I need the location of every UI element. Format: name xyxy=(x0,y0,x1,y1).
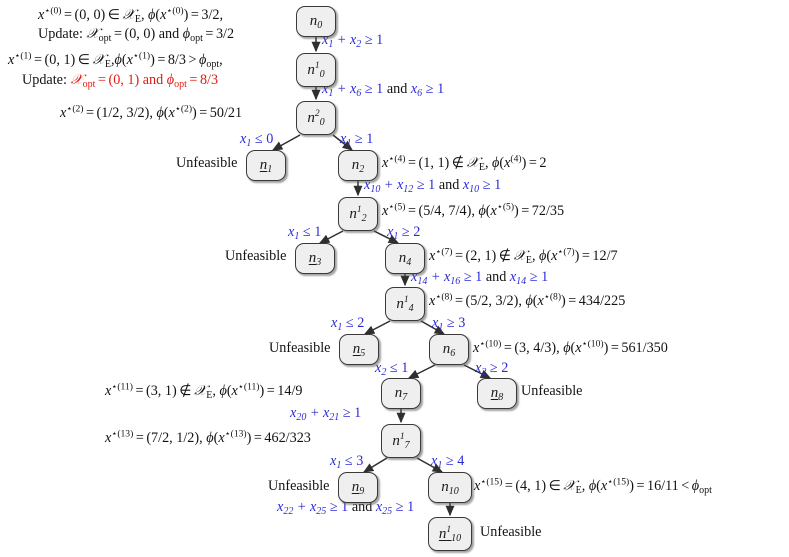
node-n9-label: n9 xyxy=(351,479,365,497)
annotation-n0-line2: Update: 𝒳opt=(0, 0) and ϕopt=3/2 xyxy=(38,26,235,44)
edge-label-n6-n8: x2 ≥ 2 xyxy=(475,360,509,378)
node-n0-1-label: n10 xyxy=(307,60,325,80)
node-n1[interactable]: n1 xyxy=(246,150,286,181)
node-n7[interactable]: n7 xyxy=(381,378,421,409)
annotation-n5-unfeasible: Unfeasible xyxy=(269,340,331,356)
edge-n4_1-n5 xyxy=(363,320,391,335)
edge-n2_1-n4 xyxy=(373,230,400,244)
node-n0-2-label: n20 xyxy=(307,108,325,128)
edge-label-n10-n10_1: x22 + x25 ≥ 1 and x25 ≥ 1 xyxy=(277,499,415,517)
annotation-n4: x⋆(7)=(2, 1)∉𝒳E, ϕ(x⋆(7))=12/7 xyxy=(429,246,618,266)
node-n0-label: n0 xyxy=(309,13,323,31)
edge-label-n2_1-n4: x1 ≥ 2 xyxy=(387,224,421,242)
node-n6[interactable]: n6 xyxy=(429,334,469,365)
annotation-n8-unfeasible: Unfeasible xyxy=(521,383,583,399)
node-n9[interactable]: n9 xyxy=(338,472,378,503)
edge-n7_1-n9 xyxy=(362,457,388,473)
annotation-n0-1-line1: x⋆(1)=(0, 1)∈𝒳E,ϕ(x⋆(1))=8/3>ϕopt, xyxy=(8,50,223,70)
edge-label-n7_1-n9: x1 ≤ 3 xyxy=(330,453,364,471)
edge-label-n4_1-n6: x1 ≥ 3 xyxy=(432,315,466,333)
node-n6-label: n6 xyxy=(442,341,456,359)
node-n7-label: n7 xyxy=(394,385,408,403)
edge-n6-n7 xyxy=(407,364,436,379)
node-n8-label: n8 xyxy=(490,385,504,403)
node-n10-1[interactable]: n110 xyxy=(428,517,472,551)
edge-n4_1-n6 xyxy=(420,320,446,335)
node-n4[interactable]: n4 xyxy=(385,243,425,274)
edge-n0_2-n1 xyxy=(271,134,301,151)
annotation-n10-1-unfeasible: Unfeasible xyxy=(480,524,542,540)
node-n3[interactable]: n3 xyxy=(295,243,335,274)
annotation-n10: x⋆(15)=(4, 1)∈𝒳E, ϕ(x⋆(15))=16/11<ϕopt xyxy=(474,476,712,496)
annotation-n0-1-line2: Update: 𝒳opt=(0, 1) and ϕopt=8/3 xyxy=(22,72,219,90)
edge-label-n7-n7_1: x20 + x21 ≥ 1 xyxy=(290,405,362,423)
node-n5[interactable]: n5 xyxy=(339,334,379,365)
node-n2[interactable]: n2 xyxy=(338,150,378,181)
annotation-n9-unfeasible: Unfeasible xyxy=(268,478,330,494)
annotation-n1-unfeasible: Unfeasible xyxy=(176,155,238,171)
node-n0-2[interactable]: n20 xyxy=(296,101,336,135)
node-n7-1-label: n17 xyxy=(392,431,410,451)
annotation-n0-line1: x⋆(0)=(0, 0)∈𝒳E, ϕ(x⋆(0))=3/2, xyxy=(38,5,224,25)
node-n1-label: n1 xyxy=(259,157,273,175)
node-n0-1[interactable]: n10 xyxy=(296,53,336,87)
edge-n6-n8 xyxy=(463,364,492,379)
edge-label-n0_2-n2: x1 ≥ 1 xyxy=(340,131,374,149)
edge-label-n0_1-n0_2: x1 + x6 ≥ 1 and x6 ≥ 1 xyxy=(322,81,445,99)
node-n2-1-label: n12 xyxy=(349,204,367,224)
annotation-n6: x⋆(10)=(3, 4/3), ϕ(x⋆(10))=561/350 xyxy=(473,338,668,356)
node-n2-label: n2 xyxy=(351,157,365,175)
annotation-n2-1: x⋆(5)=(5/4, 7/4), ϕ(x⋆(5))=72/35 xyxy=(382,201,565,219)
annotation-n4-1: x⋆(8)=(5/2, 3/2), ϕ(x⋆(8))=434/225 xyxy=(429,291,626,309)
annotation-n2: x⋆(4)=(1, 1)∉𝒳E, ϕ(x(4))=2 xyxy=(382,153,547,173)
edge-label-n2_1-n3: x1 ≤ 1 xyxy=(288,224,322,242)
node-n10-1-label: n110 xyxy=(438,524,462,544)
annotation-n0-2: x⋆(2)=(1/2, 3/2), ϕ(x⋆(2))=50/21 xyxy=(60,103,243,121)
edge-label-n7_1-n10: x1 ≥ 4 xyxy=(431,453,465,471)
annotation-n7: x⋆(11)=(3, 1)∉𝒳E, ϕ(x⋆(11))=14/9 xyxy=(105,381,303,401)
node-n5-label: n5 xyxy=(352,341,366,359)
annotation-n3-unfeasible: Unfeasible xyxy=(225,248,287,264)
edge-label-n2-n2_1: x10 + x12 ≥ 1 and x10 ≥ 1 xyxy=(364,177,502,195)
node-n10[interactable]: n10 xyxy=(428,472,472,503)
node-n4-label: n4 xyxy=(398,250,412,268)
edge-label-n4-n4_1: x14 + x16 ≥ 1 and x14 ≥ 1 xyxy=(411,269,549,287)
edge-n7_1-n10 xyxy=(416,457,444,473)
edge-n0_2-n2 xyxy=(332,134,353,151)
edge-n2_1-n3 xyxy=(318,230,344,244)
edge-label-n0_2-n1: x1 ≤ 0 xyxy=(240,131,274,149)
edge-label-n0-n0_1: x1 + x2 ≥ 1 xyxy=(322,32,384,50)
annotation-n7-1: x⋆(13)=(7/2, 1/2), ϕ(x⋆(13))=462/323 xyxy=(105,428,311,446)
node-n4-1-label: n14 xyxy=(396,294,414,314)
node-n0[interactable]: n0 xyxy=(296,6,336,37)
node-n2-1[interactable]: n12 xyxy=(338,197,378,231)
node-n7-1[interactable]: n17 xyxy=(381,424,421,458)
edge-label-n6-n7: x2 ≤ 1 xyxy=(375,360,409,378)
node-n10-label: n10 xyxy=(441,479,459,497)
node-n8[interactable]: n8 xyxy=(477,378,517,409)
edge-label-n4_1-n5: x1 ≤ 2 xyxy=(331,315,365,333)
edge-group xyxy=(271,37,492,517)
node-n3-label: n3 xyxy=(308,250,322,268)
node-n4-1[interactable]: n14 xyxy=(385,287,425,321)
